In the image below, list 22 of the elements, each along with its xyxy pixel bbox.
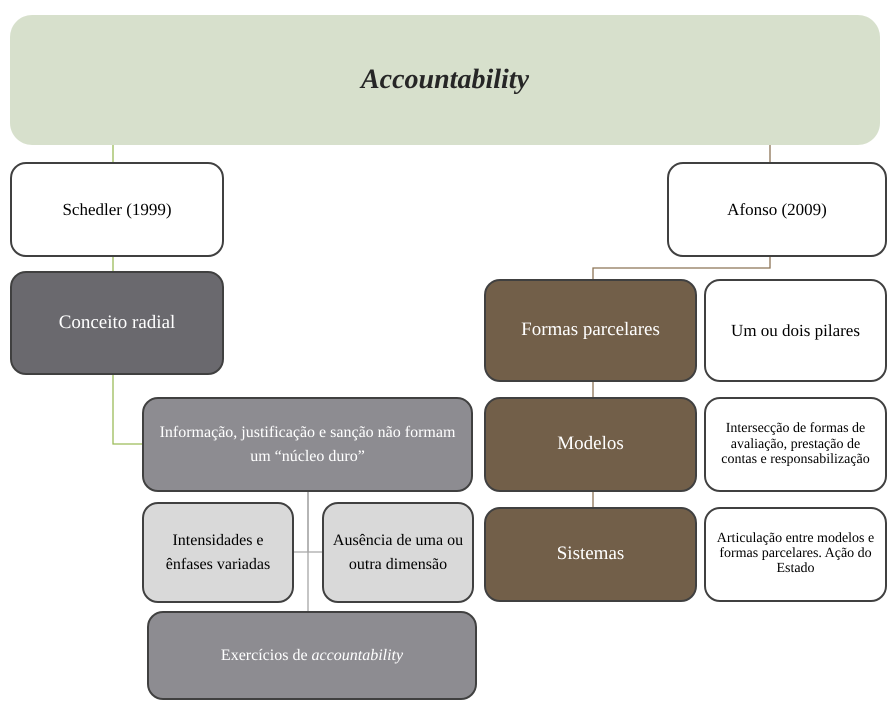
concept-box: Informação, justificação e sanção não formam um “núcleo duro”	[142, 397, 473, 492]
connector-line	[112, 257, 114, 271]
connector-line	[307, 492, 309, 611]
description-box: Articulação entre modelos e formas parcelares. Ação do Estado	[704, 507, 887, 602]
category-box: Modelos	[484, 397, 697, 492]
concept-box: Exercícios de accountability	[147, 611, 477, 700]
author-box: Afonso (2009)	[667, 162, 887, 257]
category-box: Sistemas	[484, 507, 697, 602]
description-box: Intersecção de formas de avaliação, prestação de contas e responsabilização	[704, 397, 887, 492]
connector-line	[592, 492, 594, 507]
concept-box: Conceito radial	[10, 271, 224, 375]
connector-line	[112, 375, 142, 445]
connector-line	[112, 145, 114, 162]
connector-line	[769, 145, 771, 162]
author-box: Schedler (1999)	[10, 162, 224, 257]
title-banner: Accountability	[10, 15, 880, 145]
connector-line	[592, 382, 594, 397]
feature-box: Intensidades e ênfases variadas	[142, 502, 294, 603]
category-box: Formas parcelares	[484, 279, 697, 382]
connector-line	[592, 257, 771, 279]
feature-box: Ausência de uma ou outra dimensão	[322, 502, 474, 603]
description-box: Um ou dois pilares	[704, 279, 887, 382]
